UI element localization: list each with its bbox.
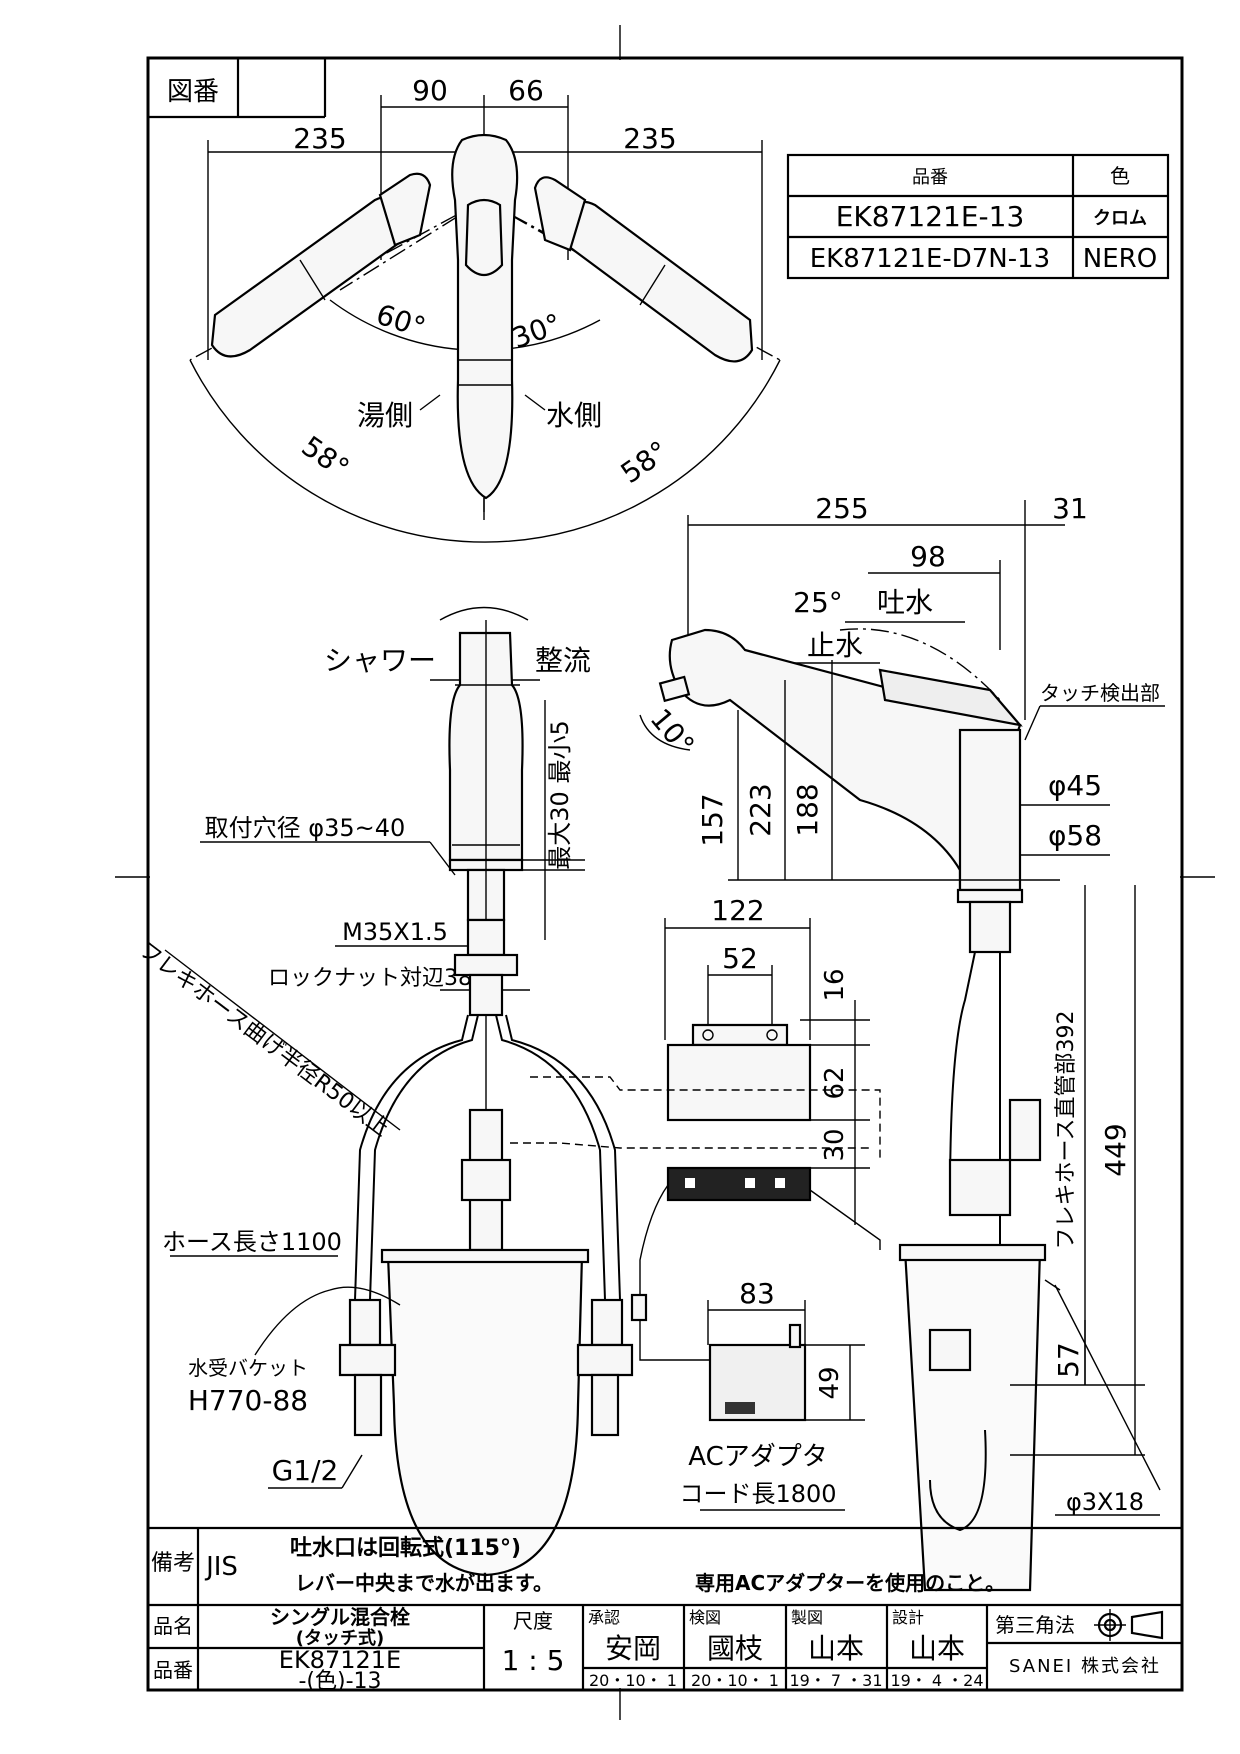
controller-box: 122 52 16 62 30 (510, 894, 881, 1361)
design-label: 設計 (892, 1608, 924, 1627)
hinban-label: 品番 (153, 1658, 193, 1682)
approve-date: 20・10・ 1 (589, 1671, 677, 1690)
angle-58-right: 58° (615, 434, 675, 490)
dim-235-left: 235 (293, 122, 346, 155)
dim-449: 449 (1099, 1123, 1132, 1176)
shower-label: シャワー (324, 644, 436, 677)
hot-side-label: 湯側 (357, 399, 413, 432)
dim-157: 157 (696, 793, 729, 846)
locknut-label: ロックナット対辺38 (268, 966, 472, 991)
check-name: 國枝 (707, 1632, 763, 1665)
dim-49: 49 (815, 1366, 845, 1399)
dim-90: 90 (412, 74, 448, 107)
dim-255: 255 (815, 492, 868, 525)
dim-57: 57 (1052, 1342, 1085, 1378)
centering-marks (115, 25, 1215, 1720)
title-block: 品名 シングル混合栓 (タッチ式) 品番 EK87121E -(色)-13 尺度… (148, 1603, 1182, 1694)
zuban-box: 図番 (148, 58, 327, 119)
valve-right (576, 1298, 634, 1437)
table-row-color: NERO (1083, 244, 1157, 274)
angle-30: 30° (508, 307, 566, 355)
design-date: 19・ 4 ・24 (890, 1671, 983, 1690)
remarks-line-1: 吐水口は回転式(115°) (290, 1535, 521, 1561)
dim-122: 122 (711, 894, 764, 927)
hinban-line-2: -(色)-13 (298, 1669, 381, 1694)
remarks-jis: JIS (204, 1552, 238, 1582)
dim-188: 188 (791, 783, 824, 836)
dim-66: 66 (508, 74, 544, 107)
g12-label: G1/2 (272, 1454, 339, 1487)
valve-left (338, 1298, 397, 1437)
dim-62: 62 (820, 1066, 850, 1099)
adapter-label: ACアダプタ (688, 1442, 827, 1472)
scale-label: 尺度 (513, 1609, 553, 1633)
mount-hole-label: 取付穴径 φ35~40 (205, 814, 406, 842)
bucket-label: 水受バケット (188, 1356, 308, 1380)
dim-30: 30 (820, 1128, 850, 1161)
draw-date: 19・ 7 ・31 (789, 1671, 882, 1690)
hose-length-label: ホース長さ1100 (162, 1228, 342, 1256)
remarks-area: 備考 JIS 吐水口は回転式(115°) レバー中央まで水が出ます。 専用ACア… (148, 1526, 1182, 1605)
thread-label: M35X1.5 (342, 918, 448, 946)
design-name: 山本 (909, 1632, 965, 1665)
angle-25: 25° (793, 586, 843, 619)
dim-83: 83 (739, 1277, 775, 1310)
dim-235-right: 235 (623, 122, 676, 155)
table-header-hinban: 品番 (912, 167, 948, 188)
flex-straight-label: フレキホース直管部392 (1054, 1011, 1079, 1250)
touch-sensor-label: タッチ検出部 (1040, 681, 1160, 705)
hinmei-line-2: (タッチ式) (296, 1627, 384, 1649)
ac-adapter: 83 49 ACアダプタ コード長1800 (679, 1277, 865, 1511)
scale-value: 1 : 5 (502, 1644, 565, 1677)
phi-45: φ45 (1048, 769, 1102, 802)
angle-10: 10° (644, 702, 701, 761)
adapter-cord-label: コード長1800 (679, 1480, 836, 1508)
remarks-line-2: レバー中央まで水が出ます。 (295, 1571, 553, 1595)
approve-name: 安岡 (605, 1632, 661, 1665)
seiryu-label: 整流 (535, 644, 591, 677)
company-name: SANEI 株式会社 (1009, 1656, 1161, 1677)
phi-58: φ58 (1048, 819, 1102, 852)
table-header-color: 色 (1110, 164, 1130, 188)
remarks-line-3: 専用ACアダプターを使用のこと。 (695, 1571, 1005, 1595)
table-row-hinban: EK87121E-D7N-13 (810, 244, 1050, 274)
hinmei-label: 品名 (153, 1614, 193, 1638)
hinban-line-1: EK87121E (279, 1646, 401, 1674)
zuban-label: 図番 (167, 77, 219, 107)
dim-16: 16 (820, 968, 850, 1001)
dim-31: 31 (1052, 492, 1088, 525)
bucket-model: H770-88 (188, 1384, 308, 1417)
front-view: シャワー 整流 最大30 最小5 取付穴径 φ35~40 M35X1.5 ロック… (134, 606, 634, 1577)
max-min-label: 最大30 最小5 (546, 720, 574, 869)
check-label: 検図 (689, 1608, 721, 1627)
approve-label: 承認 (588, 1608, 620, 1627)
tosui-label: 吐水 (877, 586, 933, 619)
top-view: 90 66 235 235 60° 30° 湯側 水側 58° (189, 74, 781, 543)
projection-label: 第三角法 (995, 1613, 1075, 1637)
dim-223: 223 (744, 783, 777, 836)
third-angle-projection-icon (1094, 1609, 1164, 1641)
drawing-frame (146, 56, 1184, 1692)
draw-label: 製図 (791, 1608, 823, 1627)
remarks-label: 備考 (151, 1551, 195, 1576)
side-view: 255 31 98 25° 吐水 止水 タッチ検出部 10° 157 223 1… (639, 492, 1165, 1592)
draw-name: 山本 (808, 1632, 864, 1665)
angle-60: 60° (372, 298, 429, 345)
angle-58-left: 58° (296, 429, 356, 485)
dim-52: 52 (722, 942, 758, 975)
hinmei-line-1: シングル混合栓 (270, 1605, 410, 1629)
table-row-color: クロム (1093, 208, 1147, 229)
dim-98: 98 (910, 540, 946, 573)
shisui-label: 止水 (807, 629, 863, 662)
cold-side-label: 水側 (546, 399, 602, 432)
table-row-hinban: EK87121E-13 (836, 200, 1025, 233)
part-color-table: 品番 色 EK87121E-13 クロム EK87121E-D7N-13 NER… (786, 153, 1170, 280)
check-date: 20・10・ 1 (691, 1671, 779, 1690)
phi-3x18: φ3X18 (1066, 1488, 1144, 1516)
